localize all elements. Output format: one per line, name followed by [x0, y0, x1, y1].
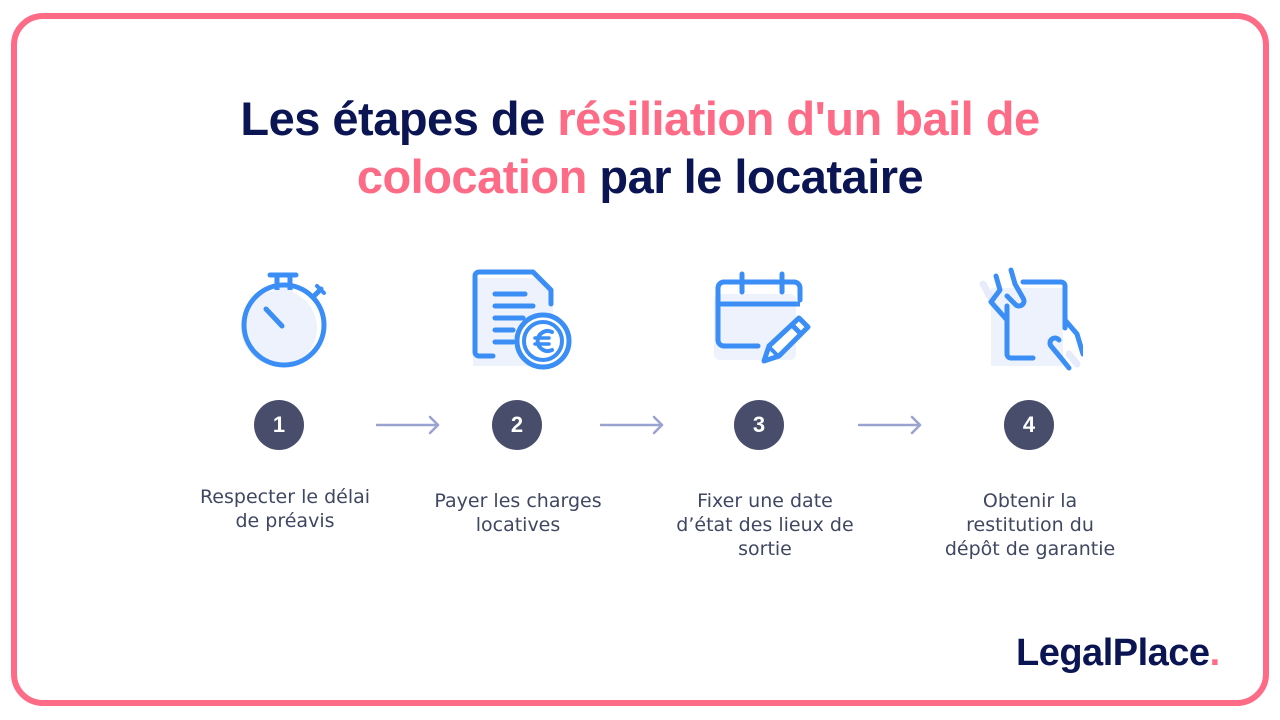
title-part-1: Les étapes de	[240, 92, 558, 145]
step-label-1-line-1: Respecter le délai	[199, 486, 371, 508]
title-accent-2: colocation	[356, 150, 588, 203]
step-number-2: 2	[492, 400, 542, 450]
step-number-3: 3	[734, 400, 784, 450]
logo-dot: .	[1209, 632, 1221, 674]
step-label-4: Obtenir la restitution du dépôt de garan…	[910, 489, 1150, 561]
page-title: Les étapes de résiliation d'un bail de c…	[140, 90, 1140, 206]
step-label-4-line-2: restitution du	[966, 514, 1094, 536]
calendar-pencil-icon	[706, 262, 816, 372]
step-label-1-line-2: de préavis	[235, 510, 335, 532]
step-label-2-line-1: Payer les charges	[434, 490, 602, 512]
step-label-1: Respecter le délai de préavis	[165, 485, 405, 533]
hands-document-icon	[973, 262, 1083, 372]
step-label-4-line-1: Obtenir la	[982, 490, 1078, 512]
title-part-4: par le locataire	[586, 150, 924, 203]
arrow-right-icon	[600, 415, 666, 435]
step-number-1: 1	[254, 400, 304, 450]
step-label-3: Fixer une date d’état des lieux de sorti…	[645, 489, 885, 561]
step-label-3-line-1: Fixer une date	[697, 490, 833, 512]
arrow-right-icon	[858, 415, 924, 435]
step-number-4: 4	[1004, 400, 1054, 450]
arrow-right-icon	[376, 415, 442, 435]
title-accent-1: résiliation d'un bail de	[557, 92, 1040, 145]
step-label-3-line-3: sortie	[738, 538, 792, 560]
legalplace-logo: LegalPlace.	[1016, 632, 1220, 675]
invoice-euro-icon	[463, 262, 573, 372]
step-label-3-line-2: d’état des lieux de	[676, 514, 854, 536]
stopwatch-icon	[229, 262, 339, 372]
logo-text: LegalPlace	[1016, 632, 1210, 674]
step-label-4-line-3: dépôt de garantie	[944, 538, 1116, 560]
step-label-2: Payer les charges locatives	[398, 489, 638, 537]
step-label-2-line-2: locatives	[475, 514, 561, 536]
